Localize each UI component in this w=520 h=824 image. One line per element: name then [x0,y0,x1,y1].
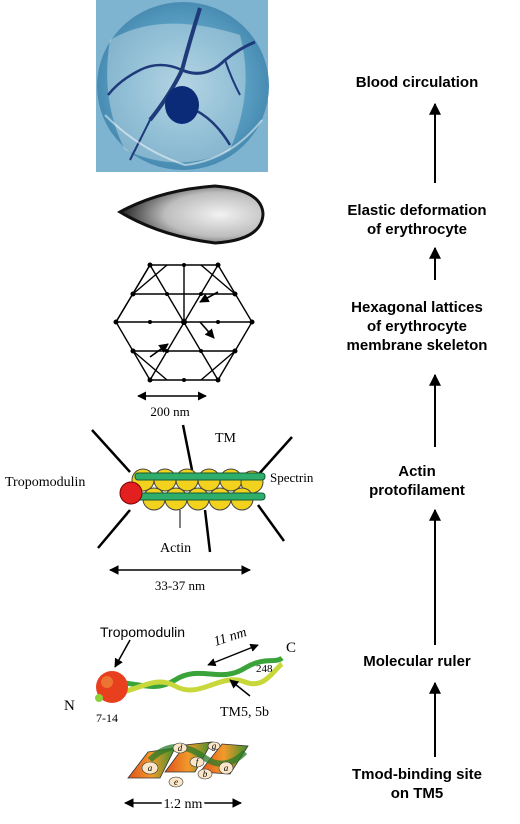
ruler-period-label: 11 nm [212,625,249,650]
level-hexagonal-lattices: Hexagonal lattices of erythrocyte membra… [346,299,488,354]
level-actin-protofilament: Actin protofilament [369,463,465,499]
molecular-ruler [95,639,284,703]
actin-protofilament [91,424,293,553]
helix-residue: e [174,777,178,787]
helix-residue: b [203,769,208,779]
level-molecular-ruler: Molecular ruler [363,653,471,670]
level-tmod-binding-site: Tmod-binding site on TM5 [352,766,482,802]
tm-label: TM [215,431,237,446]
protofilament-length-label: 33-37 nm [155,578,205,593]
helix-residue: g [212,741,217,751]
alpha-helix: a d b f a e g [127,741,249,788]
erythrocyte-shape [116,184,265,245]
hexagonal-lattice [113,262,255,383]
ruler-tropomodulin-label: Tropomodulin [100,624,185,640]
helix-residue: a [224,763,229,773]
lattice-scale-label: 200 nm [150,404,189,419]
level-elastic-deformation: Elastic deformation of erythrocyte [347,202,487,238]
ruler-n-label: N [64,698,75,714]
helix-residue: a [148,763,153,773]
heart-image [96,0,269,172]
level-blood-circulation: Blood circulation [355,74,479,91]
ruler-start-residue: 7-14 [96,711,118,725]
spectrin-label: Spectrin [270,470,314,485]
ruler-tm-label: TM5, 5b [220,705,269,720]
helix-scale-label: 1.2 nm [164,797,203,812]
helix-residue: d [178,743,183,753]
ruler-c-label: C [286,640,296,656]
tropomodulin-label: Tropomodulin [5,475,85,490]
ruler-end-residue: 248 [256,663,273,675]
helix-residue: f [196,757,200,767]
actin-label: Actin [160,541,191,556]
